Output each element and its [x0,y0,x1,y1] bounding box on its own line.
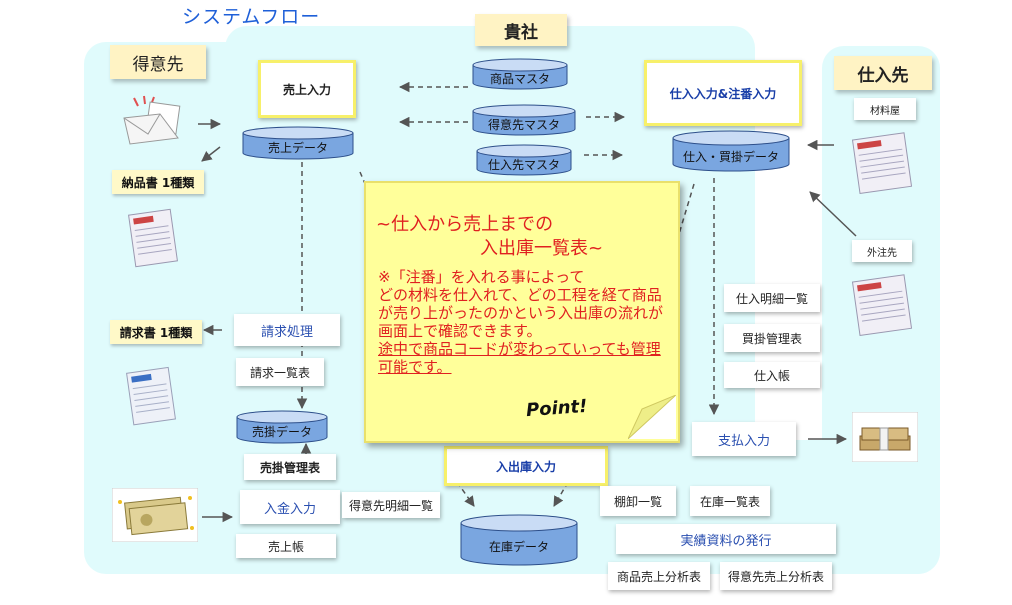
note-body: ※「注番」を入れる事によって どの材料を仕入れて、どの工程を経て商品が売り上がっ… [378,268,673,376]
delivery-document-icon [124,206,182,270]
ar-data-db: 売掛データ [236,410,328,444]
ar-data-label: 売掛データ [251,424,312,439]
note-body-line1: ※「注番」を入れる事によって [378,268,585,286]
customer-header: 得意先 [110,45,206,79]
stock-io-input-box[interactable]: 入出庫入力 [444,446,608,486]
purchase-ledger-box[interactable]: 仕入帳 [724,362,820,388]
note-title-line2: 入出庫一覧表~ [480,238,604,259]
supplier-delivery-document-icon [846,128,920,198]
customer-master-db: 得意先マスタ [472,104,576,136]
inventory-list-box[interactable]: 棚卸一覧 [600,486,676,516]
stock-data-db: 在庫データ [460,514,578,566]
note-body-line3: 途中で商品コードが変わっていっても管理可能です。 [378,340,661,376]
product-master-label: 商品マスタ [489,71,550,86]
delivery-note-label: 納品書 1種類 [112,170,204,194]
results-issue-box[interactable]: 実績資料の発行 [616,524,836,554]
sales-data-label: 売上データ [267,140,328,155]
customer-master-label: 得意先マスタ [487,117,560,132]
payment-input-box[interactable]: 支払入力 [692,422,796,456]
note-body-line2: どの材料を仕入れて、どの工程を経て商品が売り上がったのかという入出庫の流れが画面… [378,286,664,340]
ar-table-box[interactable]: 売掛管理表 [244,454,336,480]
highlight-note: ~仕入から売上までの 入出庫一覧表~ ※「注番」を入れる事によって どの材料を仕… [364,181,680,443]
customer-detail-list-box[interactable]: 得意先明細一覧 [342,492,440,518]
stock-data-label: 在庫データ [488,539,549,554]
sales-ledger-box[interactable]: 売上帳 [236,534,336,558]
stock-list-box[interactable]: 在庫一覧表 [690,486,770,516]
envelope-order-icon [120,94,190,150]
purchase-order-input-box[interactable]: 仕入入力&注番入力 [644,60,802,126]
billing-list-box[interactable]: 請求一覧表 [236,358,324,386]
note-fold-corner [628,395,676,439]
customer-sales-analysis-box[interactable]: 得意先売上分析表 [720,562,832,590]
material-shop-box: 材料屋 [854,98,916,120]
invoice-label: 請求書 1種類 [110,320,202,344]
payment-receipt-input-box[interactable]: 入金入力 [240,490,340,524]
supplier-master-db: 仕入先マスタ [476,144,572,176]
product-sales-analysis-box[interactable]: 商品売上分析表 [608,562,710,590]
purchase-data-label: 仕入・買掛データ [682,149,779,164]
supplier-master-label: 仕入先マスタ [487,157,560,172]
outsource-delivery-document-icon [846,270,920,340]
purchase-detail-list-box[interactable]: 仕入明細一覧 [724,284,820,312]
money-bundle-icon [851,411,919,463]
sales-data-db: 売上データ [242,126,354,160]
note-title-line1: ~仕入から売上までの [376,214,554,235]
supplier-header: 仕入先 [834,56,932,90]
point-callout: Point! [525,395,589,422]
product-master-db: 商品マスタ [472,58,568,90]
ap-table-box[interactable]: 買掛管理表 [724,324,820,352]
page-title: システムフロー [182,6,321,28]
invoice-document-icon [122,364,182,428]
cash-bills-icon [111,487,199,543]
billing-box[interactable]: 請求処理 [234,314,340,346]
purchase-data-db: 仕入・買掛データ [672,130,790,172]
company-header: 貴社 [475,14,567,46]
outsource-box: 外注先 [852,240,912,262]
sales-input-box[interactable]: 売上入力 [258,60,356,118]
note-title: ~仕入から売上までの 入出庫一覧表~ [376,213,603,261]
